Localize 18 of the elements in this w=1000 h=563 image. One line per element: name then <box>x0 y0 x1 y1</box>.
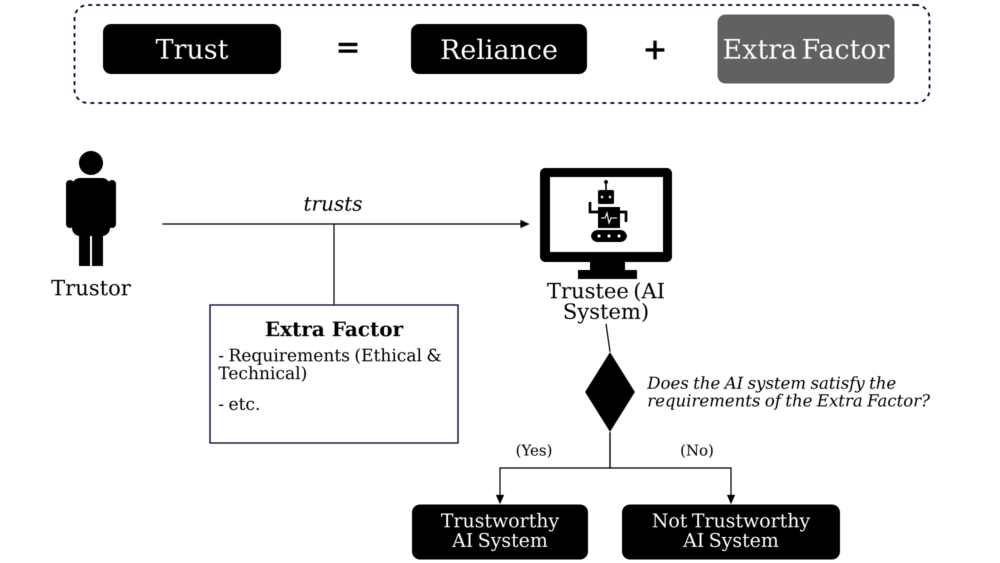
text-box: Extra Factor - Requirements (Ethical & Technical) - etc. <box>209 304 459 444</box>
label-box: Extra Factor <box>718 14 894 84</box>
operator-sign: = <box>338 42 358 53</box>
label-box: Trust <box>103 24 281 74</box>
label-box: Trustworthy AI System <box>412 504 588 560</box>
label-box: Reliance <box>411 24 587 74</box>
person-label: Trustor <box>51 280 131 296</box>
label-box: Not Trustworthy AI System <box>622 504 840 560</box>
operator-sign: + <box>646 40 664 60</box>
edge-label: (No) <box>678 442 716 460</box>
decision-diamond <box>585 352 635 432</box>
dashed-frame <box>74 4 930 104</box>
connector <box>605 324 611 352</box>
edge-label: trusts <box>302 196 364 212</box>
question-text: Does the AI system satisfy the requirements of the Extra Factor? <box>647 376 930 410</box>
connector <box>333 224 335 304</box>
system-label: Trustee (AI System) <box>547 282 664 324</box>
edge-label: (Yes) <box>514 442 554 460</box>
